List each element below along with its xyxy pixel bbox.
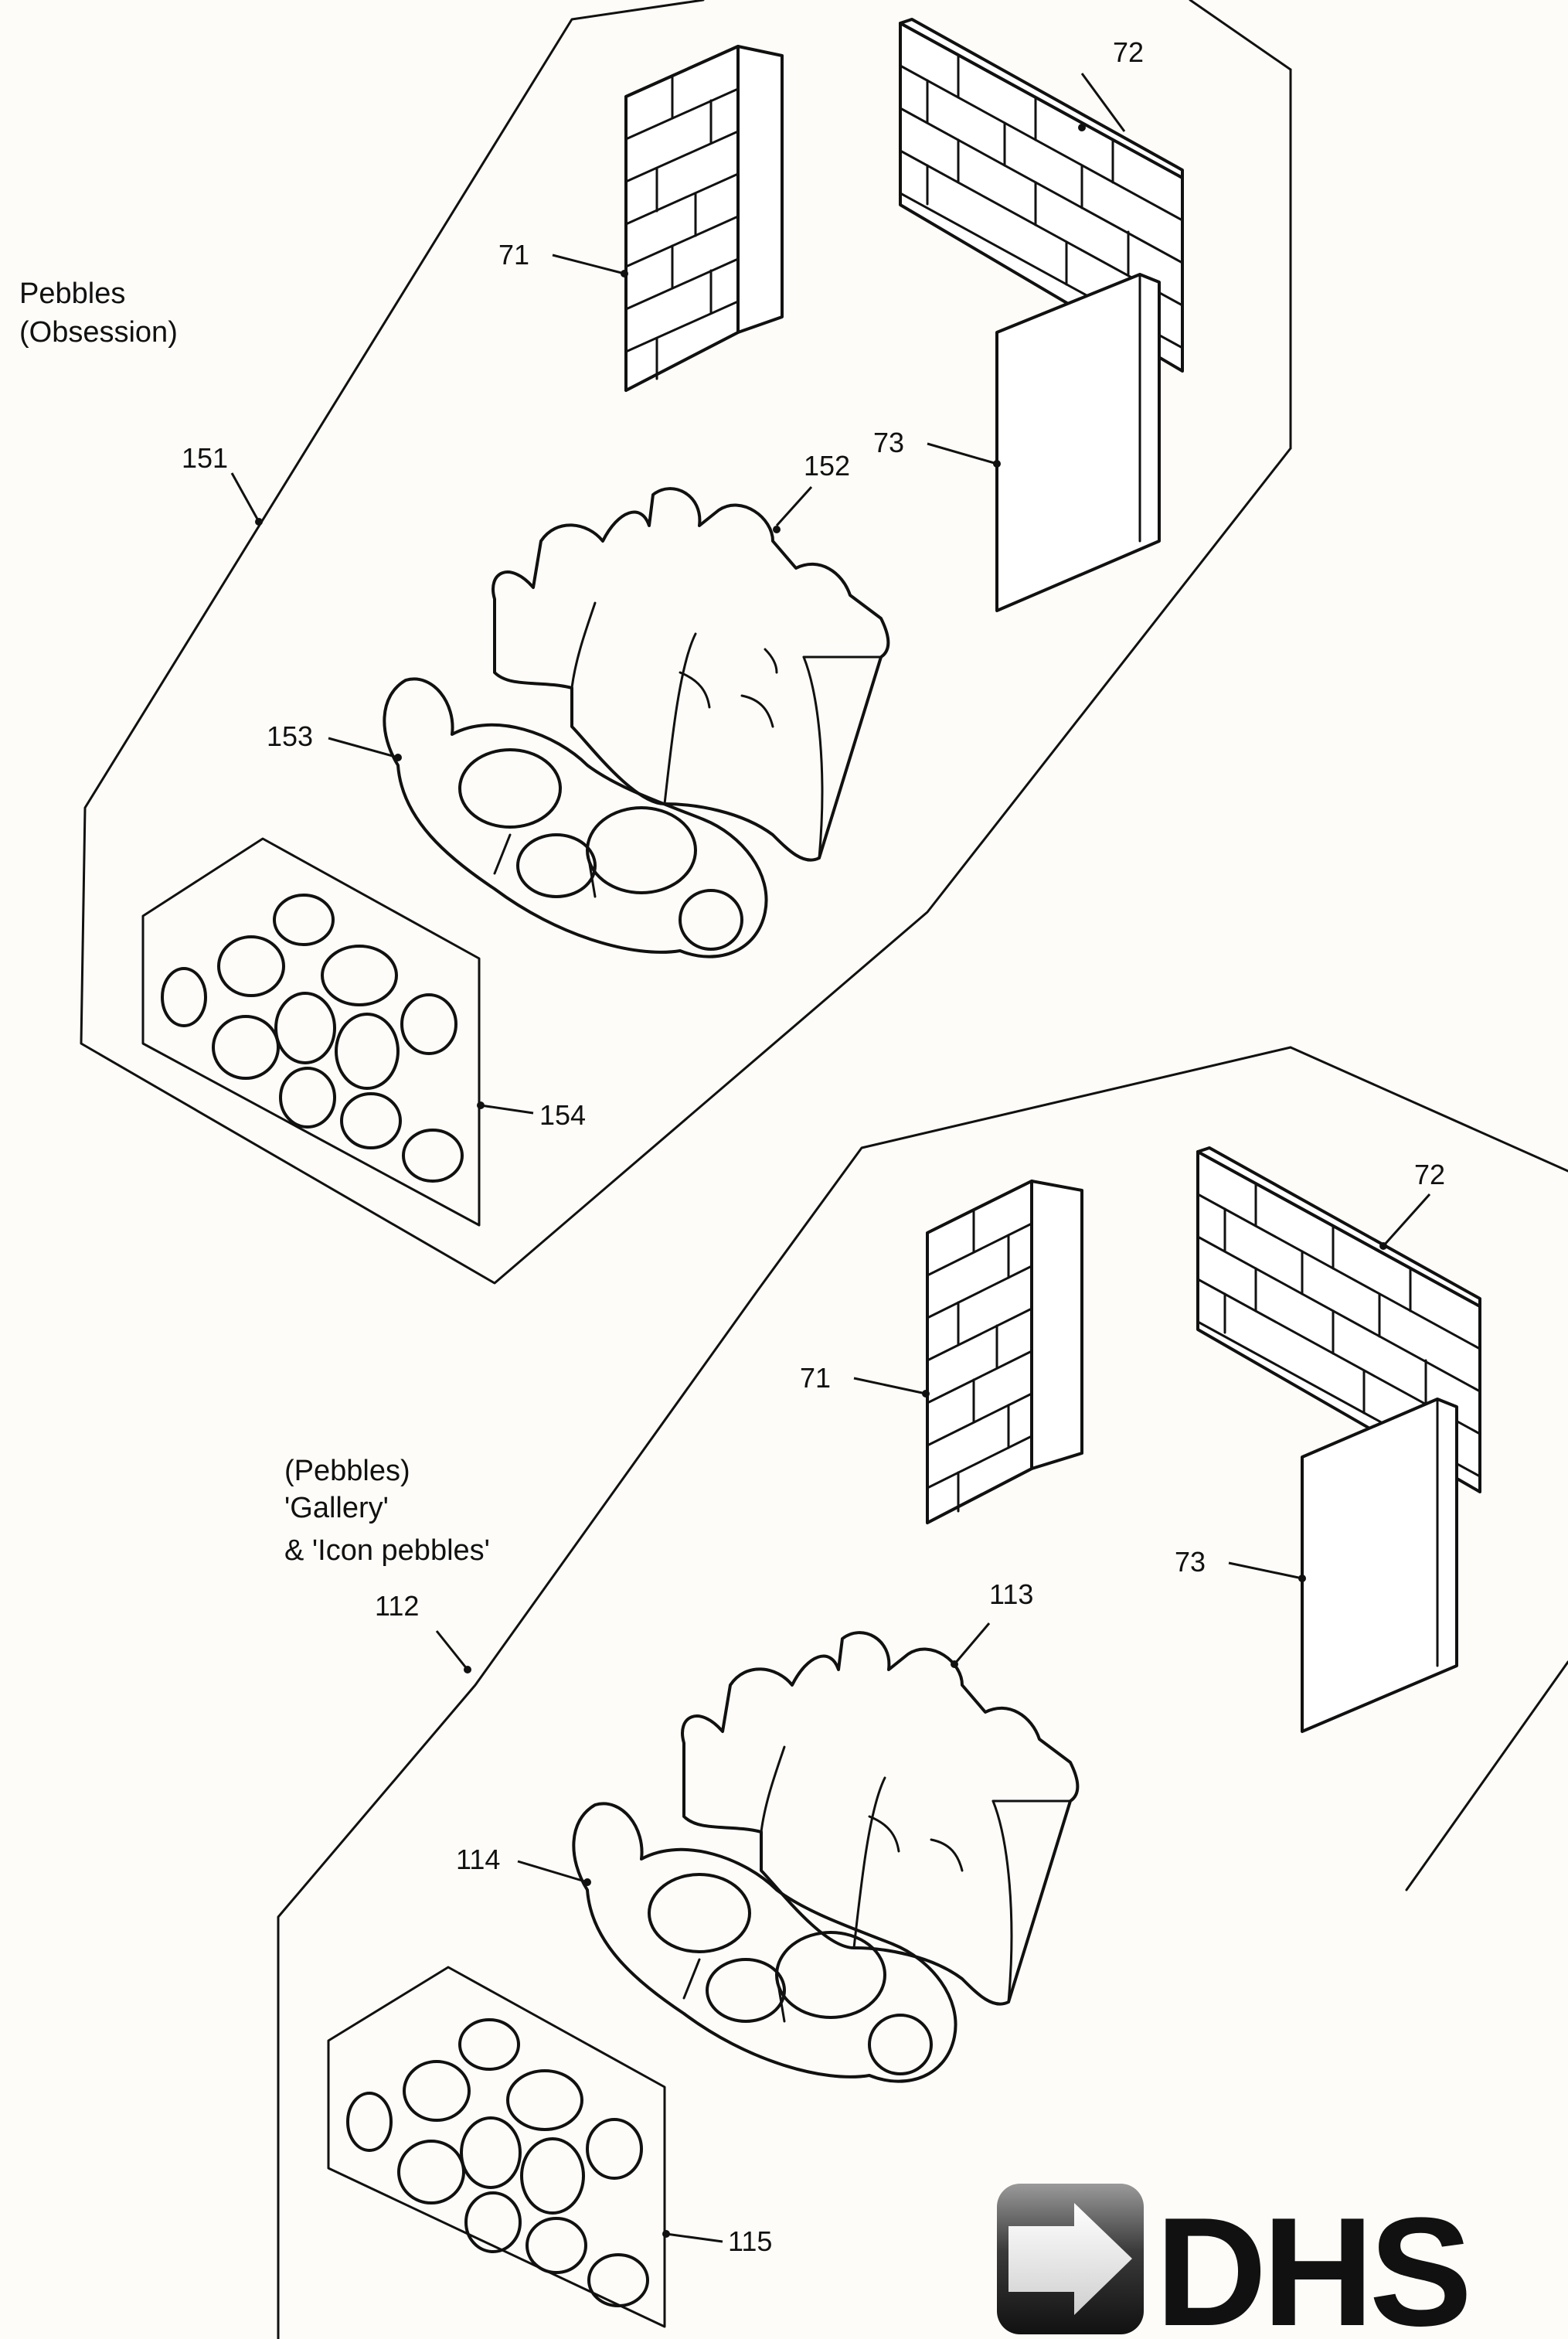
pebble-tray-label: 115 <box>662 2225 772 2257</box>
pebble-tray <box>327 1966 666 2328</box>
back-wall-label: 72 <box>1379 1159 1445 1250</box>
top-section-outline <box>80 0 1292 1285</box>
callout-154: 154 <box>539 1099 586 1131</box>
callout-114: 114 <box>456 1844 500 1875</box>
logo-text: DHS <box>1155 2186 1468 2339</box>
bottom-heading-line-2: 'Gallery' <box>284 1492 389 1524</box>
bottom-section-outline <box>1289 1046 1568 1173</box>
side-panel <box>1301 1398 1458 1733</box>
front-log <box>383 677 768 958</box>
callout-72-top: 72 <box>1113 36 1144 68</box>
side-panel-label: 73 <box>873 427 1001 468</box>
callout-71-top: 71 <box>498 239 529 271</box>
rear-log <box>491 487 890 862</box>
front-log-label: 153 <box>267 720 402 761</box>
rear-log <box>681 1631 1080 2006</box>
front-log <box>572 1802 957 2083</box>
callout-151: 151 <box>182 442 228 474</box>
side-panel-label: 73 <box>1175 1546 1306 1582</box>
outline-151-label: 151 <box>182 442 263 526</box>
side-panel <box>995 273 1161 612</box>
back-wall-label: 72 <box>1078 36 1144 132</box>
callout-73-top: 73 <box>873 427 904 458</box>
pebble-tray-label: 154 <box>477 1099 586 1131</box>
left-brick-wall <box>926 1180 1083 1524</box>
pebble-tray <box>141 837 481 1227</box>
callout-112: 112 <box>375 1590 419 1622</box>
callout-153: 153 <box>267 720 313 752</box>
pebbles <box>346 2018 649 2307</box>
rear-log-label: 152 <box>773 450 850 533</box>
bottom-heading-line-3: & 'Icon pebbles' <box>284 1534 490 1567</box>
left-wall-label: 71 <box>800 1362 930 1398</box>
left-wall-label: 71 <box>498 239 628 277</box>
dhs-logo: DHS <box>997 2184 1472 2339</box>
callout-152: 152 <box>804 450 850 482</box>
bottom-heading-line-1: (Pebbles) <box>284 1455 410 1487</box>
callout-73-bottom: 73 <box>1175 1546 1206 1578</box>
top-heading: Pebbles (Obsession) <box>19 277 178 349</box>
front-log-label: 114 <box>456 1844 591 1886</box>
callout-71-bottom: 71 <box>800 1362 831 1394</box>
outline-112-label: 112 <box>375 1590 471 1673</box>
top-section: 71 <box>19 0 1292 1285</box>
callout-115: 115 <box>728 2225 772 2257</box>
callout-113: 113 <box>989 1578 1033 1610</box>
bottom-section: 71 <box>277 1046 1568 2339</box>
rear-log-label: 113 <box>951 1578 1033 1668</box>
back-brick-wall <box>1196 1146 1481 1493</box>
top-heading-line-1: Pebbles <box>19 277 125 310</box>
bottom-heading: (Pebbles) 'Gallery' & 'Icon pebbles' <box>284 1455 490 1567</box>
callout-72-bottom: 72 <box>1414 1159 1445 1190</box>
arrow-right-icon <box>997 2184 1144 2334</box>
pebbles <box>161 894 464 1183</box>
left-brick-wall <box>624 45 784 392</box>
top-heading-line-2: (Obsession) <box>19 316 178 349</box>
